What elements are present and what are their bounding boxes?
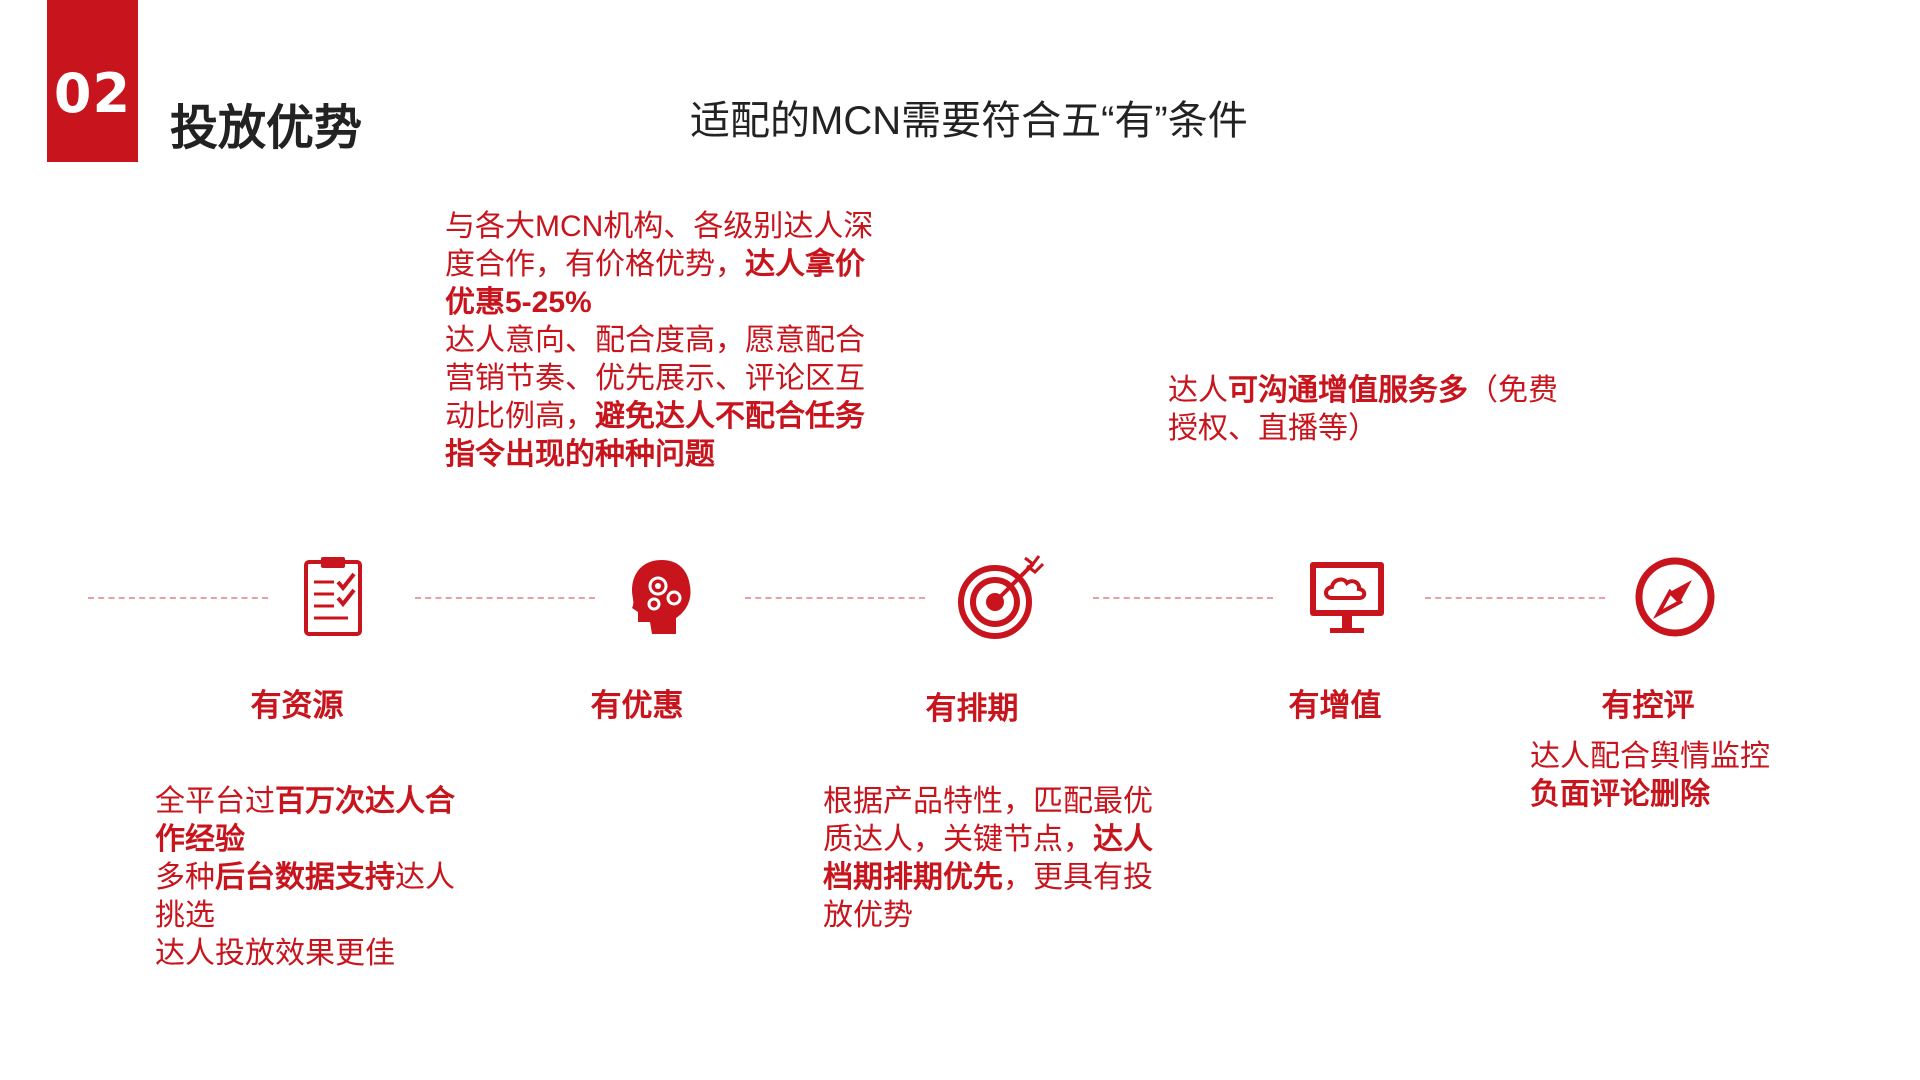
dashed-connector [1093,597,1273,599]
text-line: 多种后台数据支持达人 [155,859,495,897]
compass-icon [1630,552,1720,642]
text-line: 质达人，关键节点，达人 [823,821,1203,859]
text-line: 达人意向、配合度高，愿意配合 [445,324,865,357]
target-arrow-icon [955,552,1045,642]
monitor-cloud-icon [1302,552,1392,642]
bold-segment: 指令出现的种种问题 [445,438,715,471]
text-segment: 达人 [395,861,455,894]
text-line: 与各大MCN机构、各级别达人深 [445,210,874,243]
step-label-value-add: 有增值 [1288,688,1382,723]
step-label-review: 有控评 [1601,688,1695,723]
text-segment: 度合作，有价格优势， [445,248,745,281]
bold-segment: 达人 [1093,823,1153,856]
page-title: 投放优势 [170,102,363,155]
text-line: 指令出现的种种问题 [445,436,915,474]
text-line: 优惠5-25% [445,284,915,322]
text-line: 达人投放效果更佳 [155,937,395,970]
text-segment: 多种 [155,861,215,894]
head-gears-icon [618,552,708,642]
text-line: 放优势 [823,899,913,932]
step-label-resource: 有资源 [250,688,344,723]
dashed-connector [415,597,595,599]
text-line: 授权、直播等） [1168,412,1378,445]
text-line: 根据产品特性，匹配最优 [823,785,1153,818]
text-line: 动比例高，避免达人不配合任务 [445,398,915,436]
bold-segment: 后台数据支持 [215,861,395,894]
text-line: 达人可沟通增值服务多（免费 [1168,372,1618,410]
step-label-discount: 有优惠 [590,688,684,723]
text-segment: 全平台过 [155,785,275,818]
bold-segment: 达人拿价 [745,248,865,281]
bold-segment: 作经验 [155,823,245,856]
bold-segment: 优惠5-25% [445,286,592,319]
bold-segment: 档期排期优先 [823,861,1003,894]
text-segment: ，更具有投 [1003,861,1153,894]
text-line: 负面评论删除 [1530,776,1830,814]
section-number: 02 [53,62,132,125]
text-line: 达人配合舆情监控 [1530,740,1770,773]
review-description: 达人配合舆情监控 负面评论删除 [1530,738,1830,814]
bold-segment: 避免达人不配合任务 [595,400,865,433]
text-segment: 动比例高， [445,400,595,433]
text-segment: 达人 [1168,374,1228,407]
text-line: 作经验 [155,821,495,859]
text-segment: （免费 [1468,374,1558,407]
value-add-description: 达人可沟通增值服务多（免费 授权、直播等） [1168,372,1618,448]
bold-segment: 百万次达人合 [275,785,455,818]
clipboard-checklist-icon [288,552,378,642]
discount-description: 与各大MCN机构、各级别达人深 度合作，有价格优势，达人拿价 优惠5-25% 达… [445,208,915,474]
resource-description: 全平台过百万次达人合 作经验 多种后台数据支持达人 挑选 达人投放效果更佳 [155,783,495,973]
text-line: 档期排期优先，更具有投 [823,859,1203,897]
section-number-badge: 02 [47,0,138,162]
schedule-description: 根据产品特性，匹配最优 质达人，关键节点，达人 档期排期优先，更具有投 放优势 [823,783,1203,935]
bold-segment: 负面评论删除 [1530,778,1710,811]
bold-segment: 可沟通增值服务多 [1228,374,1468,407]
text-line: 挑选 [155,899,215,932]
dashed-connector [88,597,268,599]
text-line: 全平台过百万次达人合 [155,783,495,821]
text-segment: 质达人，关键节点， [823,823,1093,856]
dashed-connector [745,597,925,599]
dashed-connector [1425,597,1605,599]
page-subtitle: 适配的MCN需要符合五“有”条件 [690,99,1248,143]
text-line: 度合作，有价格优势，达人拿价 [445,246,915,284]
text-line: 营销节奏、优先展示、评论区互 [445,362,865,395]
step-label-schedule: 有排期 [925,691,1019,726]
